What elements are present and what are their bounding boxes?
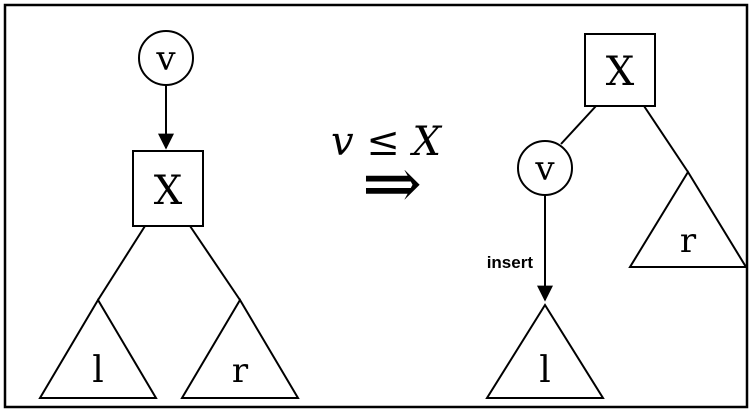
left-inserted-node-label: v <box>155 39 176 79</box>
right-subtree-r-label: r <box>680 221 697 261</box>
left-edge-root-to-l <box>97 225 146 301</box>
left-edge-root-to-r <box>189 225 241 301</box>
right-inserted-node-label: v <box>534 149 555 189</box>
right-subtree-l-triangle <box>485 303 605 399</box>
transition: v ≤ X ⇒ <box>331 119 443 225</box>
diagram-frame <box>3 3 749 409</box>
right-root-node-box <box>584 33 656 107</box>
left-subtree-l-label: l <box>92 350 104 391</box>
left-subtree-r-label: r <box>232 351 249 391</box>
right-edge-root-to-r <box>643 105 689 173</box>
right-subtree-l-label: l <box>539 350 551 391</box>
condition-text: v ≤ X <box>331 119 443 165</box>
right-root-node-label: X <box>606 49 635 95</box>
right-tree: X v insert r l <box>485 33 748 399</box>
insert-label: insert <box>487 253 534 272</box>
left-root-node-label: X <box>154 168 183 214</box>
left-root-node-box <box>132 150 204 227</box>
left-subtree-r-triangle <box>180 298 300 399</box>
left-tree: v X l r <box>38 30 300 399</box>
right-edge-root-to-v <box>560 105 597 145</box>
right-subtree-r-triangle <box>628 170 748 268</box>
implies-arrow-icon: ⇒ <box>362 141 422 225</box>
left-subtree-l-triangle <box>38 298 158 399</box>
